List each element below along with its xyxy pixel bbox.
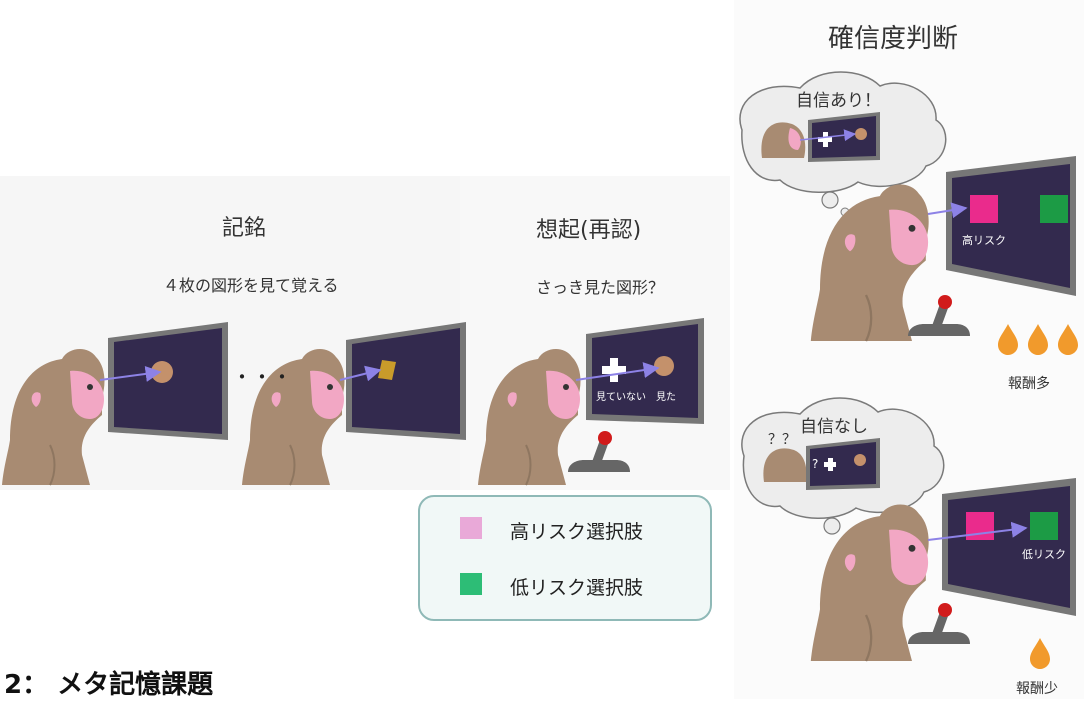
- thought-text-low: 自信なし: [800, 417, 868, 437]
- recall-title: 想起(再認): [536, 218, 642, 243]
- encoding-title: 記銘: [222, 216, 267, 241]
- thought-text-high: 自信あり！: [796, 91, 881, 111]
- encoding-ellipsis: ・・・: [232, 365, 292, 389]
- monitor-encoding-1: [108, 322, 228, 440]
- lever-high: [908, 295, 970, 336]
- screen-label-low: 低リスク: [1022, 548, 1066, 561]
- confidence-title: 確信度判断: [828, 24, 959, 54]
- monkey-recall: [477, 347, 582, 486]
- reward-label-low: 報酬少: [1016, 681, 1058, 697]
- reward-drops-high: [998, 324, 1078, 355]
- figure-caption: 2： メタ記憶課題: [4, 670, 214, 700]
- legend-box: 高リスク選択肢 低リスク選択肢: [418, 495, 712, 621]
- recall-subtitle: さっき見た図形？: [536, 278, 665, 297]
- recall-option-seen: 見た: [656, 391, 676, 403]
- legend-swatch-high: [460, 517, 482, 539]
- reward-label-high: 報酬多: [1008, 375, 1050, 392]
- legend-swatch-low: [460, 573, 482, 595]
- question-marks: ？？: [768, 432, 796, 448]
- recall-option-not-seen: 見ていない: [596, 391, 646, 403]
- lever-recall: [568, 431, 630, 472]
- monitor-encoding-2: [346, 322, 466, 440]
- monitor-low: [942, 478, 1076, 616]
- high-risk-square: [970, 195, 998, 223]
- thought-bubble-high: [739, 71, 947, 217]
- lever-low: [908, 603, 970, 644]
- reward-drops-low: [1030, 638, 1050, 669]
- legend-label-low: 低リスク選択肢: [510, 577, 644, 599]
- monitor-high: [946, 156, 1076, 296]
- monkey-encoding-1: [1, 347, 106, 486]
- encoding-subtitle: ４枚の図形を見て覚える: [163, 276, 339, 295]
- screen-question-mark: ?: [812, 457, 818, 471]
- thought-bubble-low: [741, 397, 945, 543]
- low-risk-square: [1040, 195, 1068, 223]
- screen-label-high: 高リスク: [962, 233, 1006, 247]
- legend-label-high: 高リスク選択肢: [510, 521, 644, 543]
- monitor-recall: [586, 318, 704, 424]
